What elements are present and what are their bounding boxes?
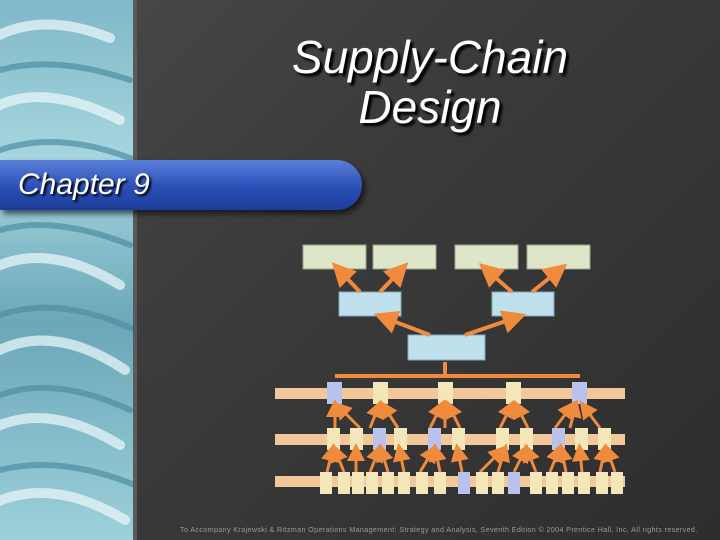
tier2-box (496, 428, 509, 450)
tier3-box (611, 472, 623, 494)
tier3-box (596, 472, 608, 494)
tier1-box (572, 382, 587, 404)
subtitle-banner (0, 160, 362, 210)
slide-title: Supply-Chain Design (230, 32, 630, 132)
title-line-2: Design (358, 81, 502, 133)
tier2-box (428, 428, 441, 450)
distributor-box (491, 291, 555, 317)
tier2-box (373, 428, 386, 450)
supplier-box (372, 244, 437, 270)
tier2-box (575, 428, 588, 450)
supplier-box (454, 244, 519, 270)
tier3-box (492, 472, 504, 494)
decorative-swoosh-icon (0, 0, 137, 540)
tier3-box (458, 472, 470, 494)
tier1-box (373, 382, 388, 404)
supply-chain-network-diagram (275, 244, 625, 494)
copyright-footer: To Accompany Krajewski & Ritzman Operati… (180, 525, 698, 534)
tier2-box (552, 428, 565, 450)
tier3-box (546, 472, 558, 494)
tier3-box (366, 472, 378, 494)
central-box (407, 334, 486, 361)
supplier-box (302, 244, 367, 270)
tier3-box (476, 472, 488, 494)
decorative-side-panel (0, 0, 137, 540)
tier3-box (352, 472, 364, 494)
tier3-box (416, 472, 428, 494)
tier2-box (598, 428, 611, 450)
tier1-box (506, 382, 521, 404)
tier2-box (394, 428, 407, 450)
tier3-box (320, 472, 332, 494)
distributor-box (338, 291, 402, 317)
title-line-1: Supply-Chain (291, 31, 569, 83)
chapter-label: Chapter 9 (18, 168, 150, 201)
tier3-box (338, 472, 350, 494)
tier3-box (508, 472, 520, 494)
tier2-box (350, 428, 363, 450)
tier1-box (438, 382, 453, 404)
tier1-box (327, 382, 342, 404)
tier2-box (452, 428, 465, 450)
tier3-box (398, 472, 410, 494)
tier2-box (327, 428, 340, 450)
tier2-box (520, 428, 533, 450)
tier3-box (382, 472, 394, 494)
tier-rail-3 (275, 476, 625, 487)
tier3-box (578, 472, 590, 494)
tier3-box (434, 472, 446, 494)
supplier-box (526, 244, 591, 270)
tier3-box (562, 472, 574, 494)
tier3-box (530, 472, 542, 494)
tier-rail-2 (275, 434, 625, 445)
